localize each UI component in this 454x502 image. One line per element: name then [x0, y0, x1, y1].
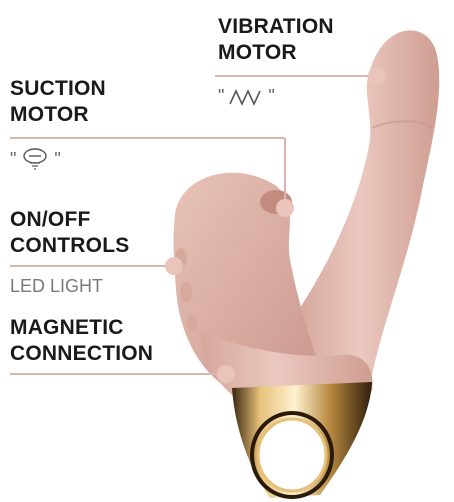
quote-open: " [10, 149, 16, 170]
suction-icon-row: " " [10, 147, 61, 171]
callout-dot-suction [276, 199, 294, 217]
quote-open: " [218, 86, 224, 107]
quote-close: " [268, 86, 274, 107]
vibration-motor-label: VIBRATION MOTOR [218, 14, 334, 66]
control-button-mid [180, 282, 192, 302]
on-off-controls-line-1: ON/OFF [10, 207, 129, 233]
zigzag-wave-icon [228, 88, 264, 106]
magnetic-connection-line-1: MAGNETIC [10, 315, 153, 341]
vibration-motor-line-2: MOTOR [218, 40, 334, 66]
suction-cup-icon [20, 147, 50, 171]
suction-motor-label: SUCTION MOTOR [10, 76, 106, 128]
suction-motor-line-2: MOTOR [10, 102, 106, 128]
callout-dot-controls [165, 257, 183, 275]
vibration-icon-row: " " [218, 86, 275, 107]
on-off-controls-line-2: CONTROLS [10, 233, 129, 259]
on-off-controls-label: ON/OFF CONTROLS [10, 207, 129, 259]
led-light-label: LED LIGHT [10, 276, 103, 296]
quote-close: " [54, 149, 60, 170]
suction-motor-line-1: SUCTION [10, 76, 106, 102]
magnetic-connection-line-2: CONNECTION [10, 341, 153, 367]
callout-dot-vibration [368, 67, 386, 85]
metal-ring-inner [258, 419, 326, 491]
shaft [296, 30, 439, 395]
control-button-bottom [187, 315, 197, 331]
callout-dot-magnetic [217, 365, 235, 383]
vibration-motor-line-1: VIBRATION [218, 14, 334, 40]
magnetic-connection-label: MAGNETIC CONNECTION [10, 315, 153, 367]
